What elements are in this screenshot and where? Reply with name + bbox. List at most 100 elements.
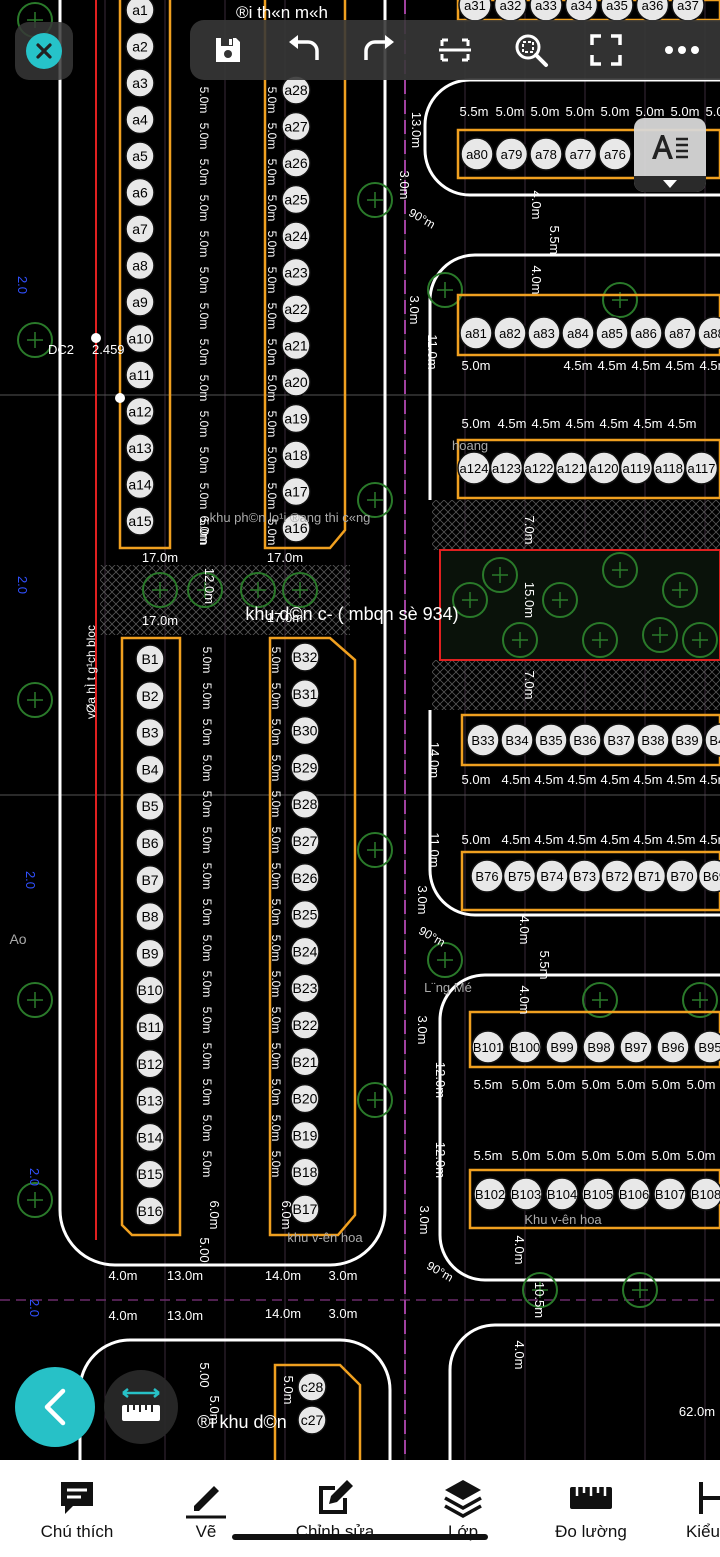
lot-b102 (653, 1177, 687, 1211)
dimension-label: 5.00 (197, 1362, 212, 1387)
crop-button[interactable] (417, 20, 493, 80)
redo-button[interactable] (341, 20, 417, 80)
top-toolbar (190, 20, 720, 80)
lot-b-right (290, 1194, 320, 1224)
lot-a-right (281, 330, 311, 361)
lot-a81 (561, 316, 595, 350)
undo-button[interactable] (266, 20, 342, 80)
dimension-label: 5.0m (197, 339, 211, 366)
dimension-label: 5.0m (617, 1077, 646, 1092)
lot-b-right (290, 863, 320, 893)
lot-b-right (290, 899, 320, 930)
lot-a124-label: a118 (655, 461, 683, 476)
draw-label: Vẽ (195, 1522, 217, 1541)
dimension-label: 5.0m (265, 519, 279, 546)
dimension-label: 4.5m (601, 772, 630, 787)
dimension-label: 5.0m (197, 303, 211, 330)
lot-b102 (689, 1177, 720, 1211)
tree-symbol (152, 582, 168, 598)
dimension-label: 4.0m (517, 916, 532, 945)
close-button[interactable] (15, 22, 73, 80)
lot-b-left (135, 865, 165, 895)
annotate-tab[interactable]: Chú thích (22, 1460, 132, 1557)
lot-b-left (135, 644, 165, 674)
measure-button[interactable] (104, 1370, 178, 1444)
dimension-label: 5.0m (197, 411, 211, 438)
fullscreen-button[interactable] (569, 20, 645, 80)
lot-c (297, 1372, 327, 1402)
dimension-label: 5.0m (200, 1079, 214, 1106)
lot-a81-label: a88 (703, 326, 720, 341)
lot-a81 (697, 316, 720, 350)
more-button[interactable] (644, 20, 720, 80)
cad-drawing-canvas[interactable]: a1a2a3a4a5a6a7a8a9a10a11a12a13a14a15a28a… (0, 0, 720, 1460)
lot-b101 (471, 1030, 505, 1064)
lot-b101-label: B95 (698, 1040, 720, 1055)
dimension-label: 5.0m (200, 899, 214, 926)
dimension-label: 5.0m (200, 935, 214, 962)
tree-symbol (17, 982, 53, 1018)
lot-b-right-label: B19 (293, 1127, 318, 1143)
dimension-label: 4.5m (667, 832, 696, 847)
tree-symbol (522, 1272, 558, 1308)
road-outline-bottom (78, 1338, 392, 1460)
dimension-label: 5.0m (197, 123, 211, 150)
lot-a-left (125, 433, 155, 463)
tree-symbol (437, 952, 453, 968)
crop-icon (439, 38, 472, 62)
dimension-label: 5.0m (265, 303, 279, 330)
lot-a-left-label: a13 (128, 440, 152, 456)
lot-a124 (684, 451, 719, 485)
dimension-label: 3.0m (407, 296, 422, 325)
dimension-label: 4.0m (109, 1268, 138, 1283)
lot-a-left-label: a10 (128, 331, 152, 347)
lot-a-left (125, 506, 155, 536)
dimension-label: 5.0m (269, 755, 283, 782)
lot-b-right (290, 789, 320, 819)
plot-b102-outline (468, 1168, 720, 1230)
lot-b33 (670, 723, 704, 757)
elevation-label: 2.0 (27, 1168, 42, 1186)
lot-b33 (466, 723, 500, 757)
layers-tab[interactable]: Lớp (408, 1460, 518, 1557)
plot-a-right-outline (263, 0, 347, 550)
undo-icon (288, 35, 319, 60)
dimension-label: 4.5m (535, 832, 564, 847)
garden-label-left: khu v-ên hoa (287, 1230, 363, 1245)
tree-symbol (652, 627, 668, 643)
lot-a-top-label: a33 (535, 0, 557, 13)
tree-symbol (492, 567, 508, 583)
save-button[interactable] (190, 20, 266, 80)
dimension-label: 4.5m (668, 416, 697, 431)
lot-a-right (281, 148, 311, 178)
lot-b-right-label: B31 (293, 686, 318, 702)
lot-b-left (135, 681, 165, 711)
lot-b102-label: B105 (583, 1187, 613, 1202)
measure-tab[interactable]: Đo lường (536, 1460, 646, 1557)
lot-b-left-label: B11 (138, 1019, 162, 1035)
lot-a-right (281, 513, 311, 543)
edit-tab[interactable]: Chỉnh sửa (280, 1460, 390, 1557)
lot-a-top-label: a36 (642, 0, 664, 13)
text-style-panel[interactable] (634, 118, 706, 192)
tree-symbol (357, 832, 393, 868)
lot-c-label: c27 (301, 1412, 324, 1428)
tree-symbol (632, 1282, 648, 1298)
lot-b101-label: B96 (661, 1040, 684, 1055)
text-style-icon (634, 118, 706, 176)
draw-tab[interactable]: Vẽ (151, 1460, 261, 1557)
tree-symbol (552, 592, 568, 608)
style-tab[interactable]: Kiểu (664, 1460, 720, 1557)
tree-symbol (357, 182, 393, 218)
dimension-label: 5.0m (269, 935, 283, 962)
dimension-label: 5.0m (269, 647, 283, 674)
lot-b-right (290, 1083, 320, 1114)
back-button[interactable] (15, 1367, 95, 1447)
lot-a-top-label: a34 (571, 0, 593, 13)
chevron-down-icon (634, 176, 706, 192)
lot-a80-label: a79 (501, 147, 523, 162)
plot-a80-outline (456, 128, 720, 180)
zoom-area-button[interactable] (493, 20, 569, 80)
dimension-label: 4.5m (600, 416, 629, 431)
dimension-label: 4.5m (535, 772, 564, 787)
